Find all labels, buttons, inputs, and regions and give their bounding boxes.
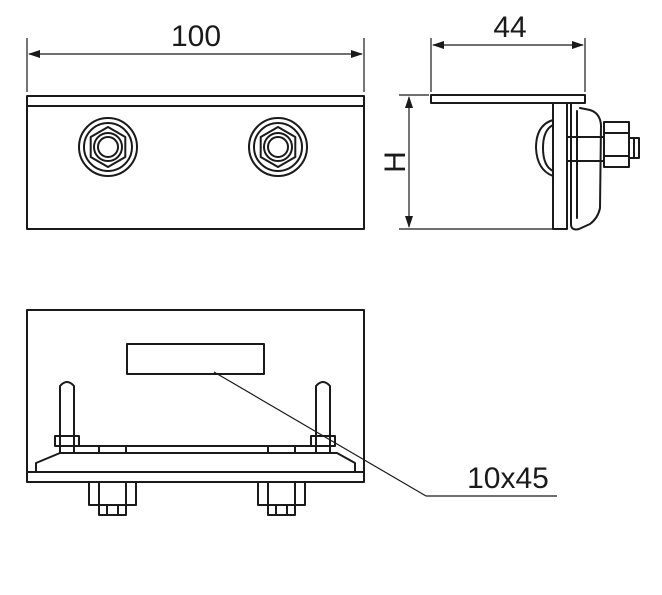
slot-leader: 10x45 (213, 371, 557, 497)
height-label: H (379, 151, 412, 173)
width-dimension: 100 (26, 20, 365, 92)
side-bolt-head (535, 119, 554, 177)
slot-label: 10x45 (467, 462, 549, 495)
side-clamp-hook (570, 102, 602, 231)
bottom-plate (26, 309, 365, 483)
nut-left (78, 117, 138, 177)
side-nut (603, 121, 630, 168)
side-vertical-plate (552, 102, 568, 230)
bolt-right (257, 481, 306, 516)
front-plate (26, 95, 365, 230)
side-top-flange (430, 94, 586, 104)
slot (126, 343, 265, 375)
front-view: 100 (26, 20, 365, 230)
depth-label: 44 (493, 11, 526, 44)
nut-right (248, 117, 308, 177)
clamp-base (35, 452, 356, 473)
clamp-arm-left (59, 381, 75, 454)
clamp-arm-right (315, 381, 331, 454)
height-dimension: H (379, 94, 553, 230)
bottom-view: 10x45 (26, 309, 557, 516)
side-view: 44 H (379, 11, 640, 231)
bolt-left (88, 481, 137, 516)
depth-dimension: 44 (430, 11, 586, 92)
width-label: 100 (171, 20, 221, 53)
